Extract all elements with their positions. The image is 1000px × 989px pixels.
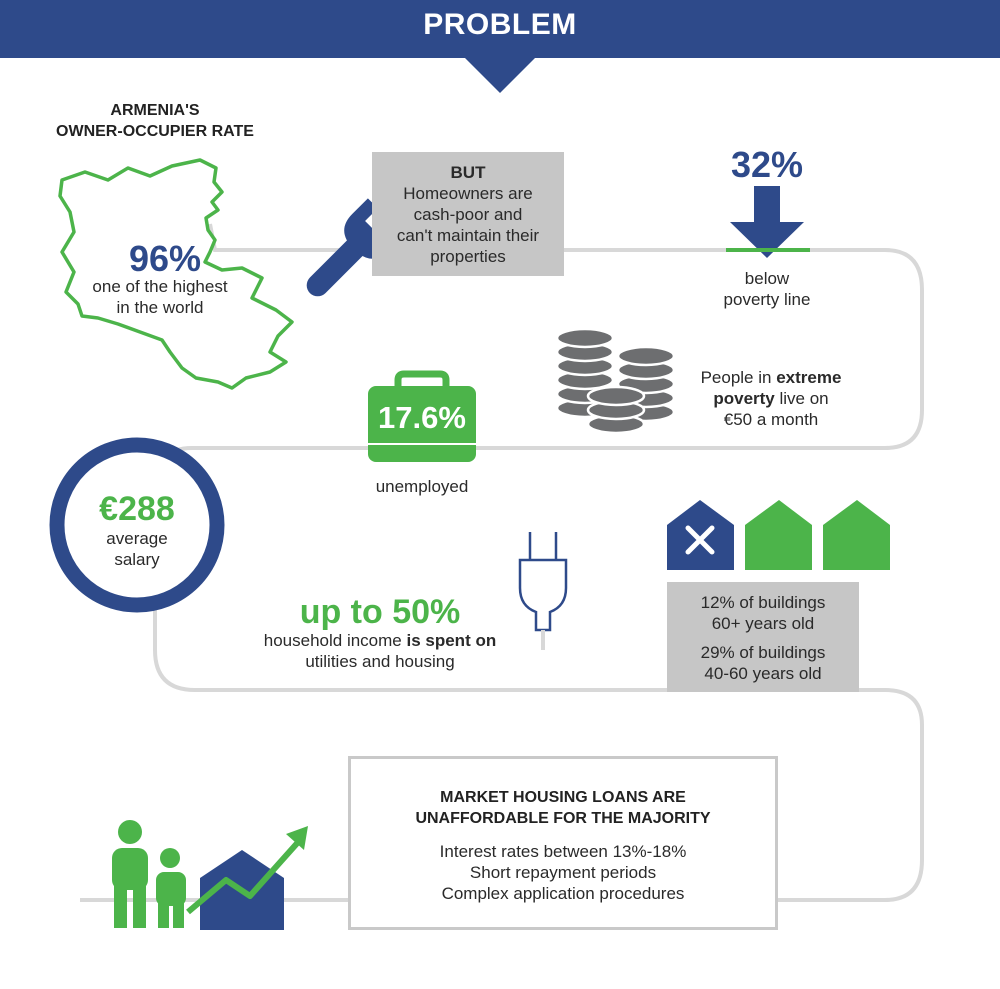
- unemployment-label: unemployed: [375, 477, 469, 496]
- loans-title-line2: UNAFFORDABLE FOR THE MAJORITY: [415, 810, 711, 827]
- owner-rate-value: 96%: [128, 238, 202, 279]
- maintenance-title: BUT: [450, 163, 486, 182]
- loans-item1: Interest rates between 13%-18%: [439, 842, 687, 861]
- poverty-description: below poverty line: [690, 268, 844, 310]
- poverty-line1: below: [744, 269, 790, 288]
- salary-ring: [49, 437, 225, 613]
- salary-line1: average: [106, 529, 168, 548]
- maintenance-line4: properties: [430, 247, 506, 266]
- utilities-line1: household income is spent on: [263, 631, 497, 650]
- salary-line2: salary: [114, 550, 160, 569]
- maintenance-line3: can't maintain their: [396, 226, 540, 245]
- buildings-stat1-line2: 60+ years old: [711, 614, 815, 633]
- plug-icon: [518, 532, 568, 650]
- owner-rate-desc-line2: in the world: [116, 298, 204, 317]
- utilities-line2: utilities and housing: [305, 652, 455, 671]
- salary-description: average salary: [67, 528, 207, 570]
- loans-item2: Short repayment periods: [469, 863, 657, 882]
- poverty-line2: poverty line: [723, 290, 811, 309]
- coin-stacks-icon: [555, 327, 676, 435]
- utilities-description: household income is spent on utilities a…: [230, 630, 530, 672]
- page-title: PROBLEM: [423, 8, 577, 41]
- maintenance-line1: Homeowners are: [403, 184, 533, 203]
- salary-value: €288: [99, 490, 175, 528]
- owner-rate-description: one of the highest in the world: [70, 276, 250, 318]
- extreme-poverty-line1: People in extreme: [700, 368, 842, 387]
- house-icon: [823, 500, 890, 570]
- extreme-poverty-line2: poverty live on: [713, 389, 829, 408]
- armenia-map-outline: [58, 158, 294, 390]
- extreme-poverty-line3: €50 a month: [723, 410, 819, 429]
- maintenance-line2: cash-poor and: [413, 205, 523, 224]
- owner-rate-heading: ARMENIA'S OWNER-OCCUPIER RATE: [40, 100, 270, 142]
- briefcase-icon: [368, 370, 476, 462]
- extreme-poverty-text: People in extreme poverty live on €50 a …: [686, 367, 856, 430]
- buildings-stat1-line1: 12% of buildings: [700, 593, 826, 612]
- growth-arrow-icon: [186, 826, 308, 915]
- loans-box: MARKET HOUSING LOANS ARE UNAFFORDABLE FO…: [348, 756, 778, 930]
- maintenance-box: BUT Homeowners are cash-poor and can't m…: [372, 152, 564, 276]
- utilities-value: up to 50%: [299, 593, 461, 631]
- buildings-stat2-line2: 40-60 years old: [704, 664, 822, 683]
- owner-rate-heading-line1: ARMENIA'S: [110, 102, 200, 119]
- house-icon: [745, 500, 812, 570]
- poverty-value: 32%: [730, 144, 804, 185]
- buildings-box: 12% of buildings 60+ years old 29% of bu…: [667, 582, 859, 692]
- loans-title-line1: MARKET HOUSING LOANS ARE: [440, 789, 686, 806]
- header-banner: [0, 0, 1000, 58]
- banner-pointer: [464, 57, 536, 93]
- house-crossed-icon: [667, 500, 734, 570]
- owner-rate-desc-line1: one of the highest: [92, 277, 228, 296]
- owner-rate-heading-line2: OWNER-OCCUPIER RATE: [56, 123, 254, 140]
- unemployment-value: 17.6%: [378, 400, 466, 435]
- loans-item3: Complex application procedures: [441, 884, 685, 903]
- family-icon: [112, 820, 186, 928]
- buildings-stat2-line1: 29% of buildings: [700, 643, 826, 662]
- down-arrow-icon: [730, 186, 804, 258]
